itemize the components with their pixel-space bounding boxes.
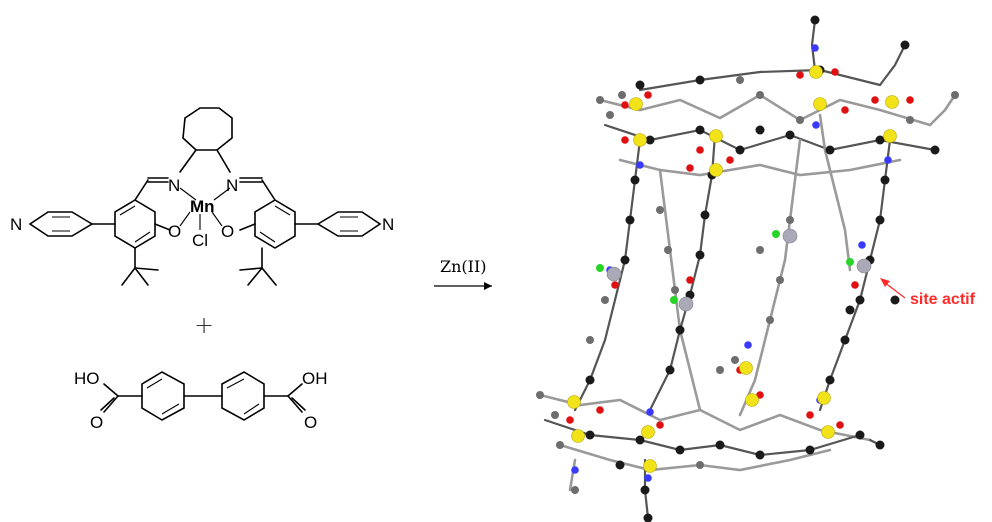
carbonyl-oxygen-left: O [90, 413, 103, 432]
biphenyl-dicarboxylic-acid: HO O OH O [74, 369, 328, 432]
carbonyl-oxygen-right: O [304, 413, 317, 432]
reagent-label: Zn(II) [440, 257, 487, 276]
pyridine-nitrogen-right: N [382, 215, 394, 234]
mn-salen-complex: N N Mn Cl O O N N [10, 107, 394, 286]
phenoxide-oxygen-left: O [168, 222, 181, 241]
phenoxide-oxygen-right: O [221, 222, 234, 241]
chloride-ligand: Cl [192, 231, 208, 250]
hydroxyl-right: OH [302, 369, 328, 388]
active-site-annotation: site actif [880, 278, 976, 308]
reaction-arrow: Zn(II) [434, 257, 492, 290]
manganese-atom: Mn [190, 197, 215, 216]
mof-crystal-structure [536, 15, 959, 522]
plus-sign: + [194, 311, 214, 339]
active-site-label: site actif [910, 291, 976, 308]
hydroxyl-left: HO [74, 369, 100, 388]
imine-nitrogen-left: N [168, 176, 180, 195]
imine-nitrogen-right: N [226, 176, 238, 195]
pyridine-nitrogen-left: N [10, 215, 22, 234]
